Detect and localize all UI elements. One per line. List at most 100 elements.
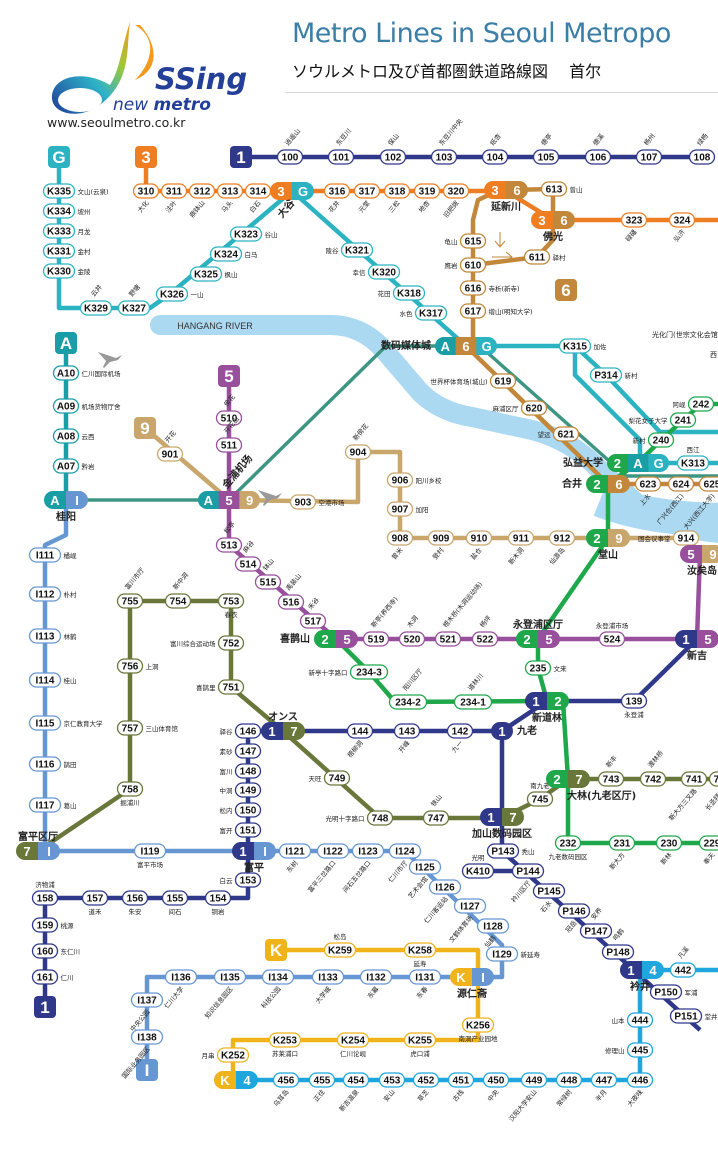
- line-badge-A[interactable]: A: [55, 332, 77, 354]
- line-badge-G[interactable]: G: [48, 146, 70, 168]
- line-badge-I[interactable]: I: [136, 1059, 158, 1081]
- line-badge-1[interactable]: 1: [230, 146, 252, 168]
- line-badge-6[interactable]: 6: [555, 279, 577, 301]
